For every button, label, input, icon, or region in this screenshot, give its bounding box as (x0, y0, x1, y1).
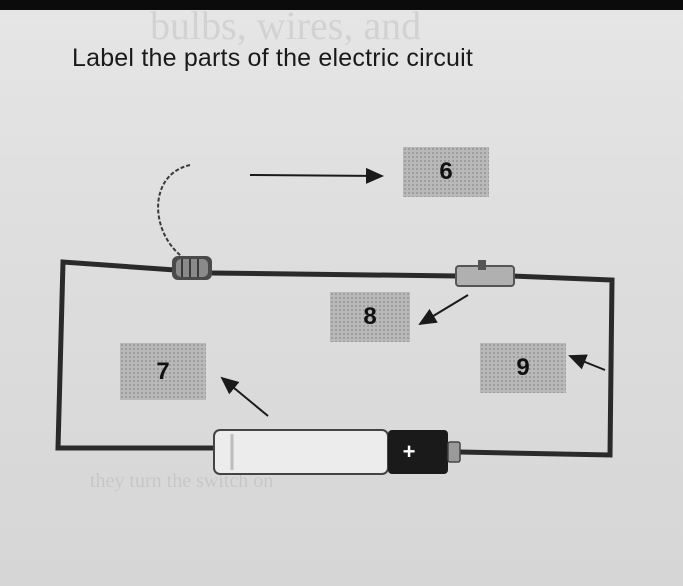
bleed-through-text: bulbs, wires, and (150, 3, 422, 48)
label-box-6: 6 (403, 147, 489, 197)
circuit-wire (55, 259, 615, 458)
bulb-holder-icon (172, 256, 212, 280)
bulb-filament (157, 164, 191, 263)
battery-plus-sign: + (402, 439, 416, 464)
battery-icon (213, 429, 461, 475)
label-box-9: 9 (480, 343, 566, 393)
label-box-8: 8 (330, 292, 410, 342)
top-edge (0, 0, 683, 10)
label-arrow (220, 167, 606, 417)
label-box-7: 7 (120, 343, 206, 400)
worksheet-title: Label the parts of the electric circuit (72, 44, 474, 72)
switch-icon (455, 260, 515, 287)
bleed-through-text: they turn the switch on (90, 470, 274, 492)
